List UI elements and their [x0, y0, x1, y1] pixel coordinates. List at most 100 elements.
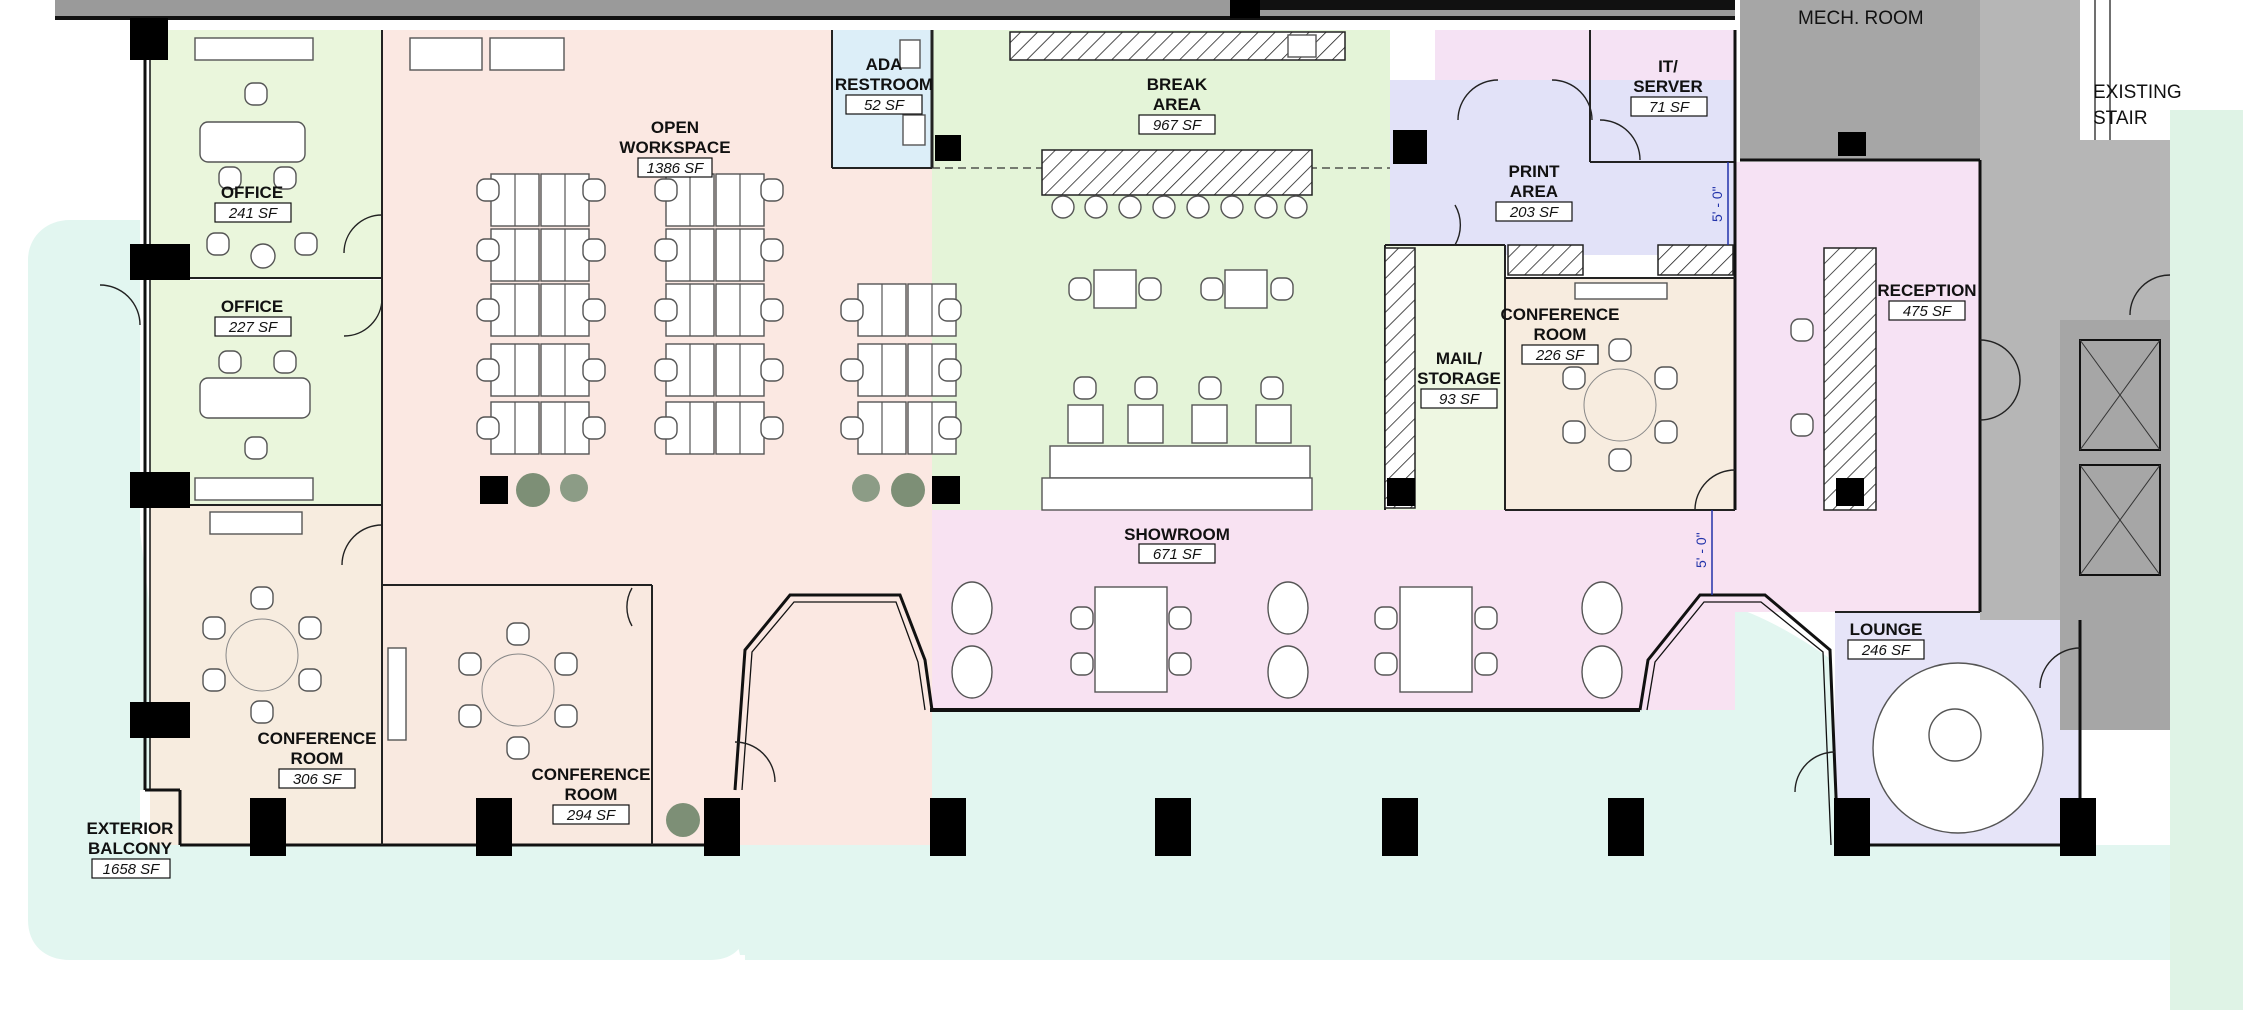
- dimension-upper: 5' - 0": [1709, 186, 1725, 222]
- column: [1834, 798, 1870, 856]
- plant: [516, 473, 550, 507]
- column: [932, 476, 960, 504]
- it-name-2: SERVER: [1633, 77, 1703, 96]
- elevator-1-x2: [2079, 339, 2161, 451]
- stair-name-2: STAIR: [2093, 108, 2148, 129]
- conf-small-area: 226 SF: [1535, 347, 1585, 364]
- showroom-name: SHOWROOM: [1124, 525, 1230, 544]
- workstation-cluster-3: [840, 283, 962, 455]
- furniture: [194, 34, 2044, 837]
- column: [1608, 798, 1644, 856]
- top-wall-black: [1240, 0, 1735, 10]
- break-name-1: BREAK: [1147, 75, 1208, 94]
- break-area-box: [1138, 114, 1216, 135]
- counters: [1009, 31, 1877, 511]
- door-swing: [341, 524, 383, 566]
- restroom-name-2: RESTROOM: [835, 75, 933, 94]
- column: [704, 798, 740, 856]
- column: [1393, 130, 1427, 164]
- restroom-name-1: ADA: [866, 55, 903, 74]
- balcony-area: 1658 SF: [103, 861, 161, 878]
- chair: [1790, 413, 1814, 437]
- reception-area: 475 SF: [1903, 303, 1952, 320]
- mail-area-box: [1420, 388, 1498, 409]
- conf-left-area: 306 SF: [293, 771, 342, 788]
- mech-room-name: MECH. ROOM: [1798, 8, 1924, 29]
- door-swing: [734, 741, 776, 783]
- showroom-furniture: [951, 581, 1623, 699]
- it-area-box: [1630, 96, 1708, 117]
- balcony-far-right-shape: [1832, 845, 2243, 960]
- door-swing: [1599, 119, 1641, 161]
- core-lower-fill: [1980, 320, 2060, 620]
- conf-left-name-2: ROOM: [291, 749, 344, 768]
- stair-name-1: EXISTING: [2093, 82, 2182, 103]
- room-labels: OFFICE 241 SF OFFICE 227 SF OPEN WORKSPA…: [87, 8, 2182, 879]
- column: [930, 798, 966, 856]
- dimension-lower: 5' - 0": [1693, 532, 1709, 568]
- door-swing: [1979, 339, 2021, 381]
- column: [1387, 478, 1415, 506]
- column: [1230, 0, 1260, 18]
- workspace-area: 1386 SF: [647, 160, 705, 177]
- column: [250, 798, 286, 856]
- column: [476, 798, 512, 856]
- break-area: 967 SF: [1153, 117, 1202, 134]
- print-counter-1: [1507, 244, 1584, 276]
- lounge-name: LOUNGE: [1850, 620, 1923, 639]
- column: [1382, 798, 1418, 856]
- toilet: [899, 39, 921, 69]
- chair: [244, 436, 268, 460]
- bench: [1041, 477, 1313, 511]
- door-swing: [1794, 751, 1836, 793]
- column: [1836, 478, 1864, 506]
- mail-name-1: MAIL/: [1436, 349, 1483, 368]
- workspace-name-1: OPEN: [651, 118, 699, 137]
- elevator-2: [2079, 464, 2161, 576]
- door-swing: [2039, 647, 2081, 689]
- balcony-center-shape: [930, 710, 1640, 960]
- chair: [206, 232, 230, 256]
- conf-small-name-1: CONFERENCE: [1500, 305, 1619, 324]
- exterior-right-strip: [2170, 110, 2243, 1010]
- cafe-table: [1093, 269, 1137, 309]
- column: [2060, 798, 2096, 856]
- column: [1155, 798, 1191, 856]
- office-desk: [199, 121, 306, 163]
- plant: [560, 474, 588, 502]
- conf-left-area-box: [278, 768, 356, 789]
- conf-mid-name-2: ROOM: [565, 785, 618, 804]
- side-table: [250, 243, 276, 269]
- mail-name-2: STORAGE: [1417, 369, 1501, 388]
- door-swing: [99, 284, 141, 326]
- reception-name: RECEPTION: [1877, 281, 1976, 300]
- showroom-area: 671 SF: [1153, 546, 1202, 563]
- showroom-right-fill: [1700, 510, 1980, 612]
- conference-left-fill: [150, 505, 382, 845]
- door-swing: [1979, 379, 2021, 421]
- print-area: 203 SF: [1509, 204, 1559, 221]
- lounge-area-box: [1847, 639, 1925, 660]
- chair: [273, 350, 297, 374]
- office-2-area-box: [214, 316, 292, 337]
- conf-mid-area: 294 SF: [566, 807, 616, 824]
- conf-mid-area-box: [552, 804, 630, 825]
- reception-desk: [1823, 247, 1877, 511]
- office-2-name: OFFICE: [221, 297, 283, 316]
- it-name-1: IT/: [1658, 57, 1678, 76]
- print-area-box: [1495, 201, 1573, 222]
- office-desk: [199, 377, 311, 419]
- columns: [130, 0, 2096, 856]
- balcony-left-shape: [28, 220, 745, 960]
- lounge-chairs: [1067, 376, 1292, 444]
- column: [130, 244, 190, 280]
- conf-mid-name-1: CONFERENCE: [531, 765, 650, 784]
- column: [480, 476, 508, 504]
- elevator-1: [2079, 339, 2161, 451]
- elevator-fill: [2060, 320, 2170, 730]
- office-1-area-box: [214, 202, 292, 223]
- showroom-area-box: [1138, 543, 1216, 564]
- door-swing: [1694, 469, 1736, 511]
- break-name-2: AREA: [1153, 95, 1201, 114]
- bay-window-right: [1638, 593, 1840, 846]
